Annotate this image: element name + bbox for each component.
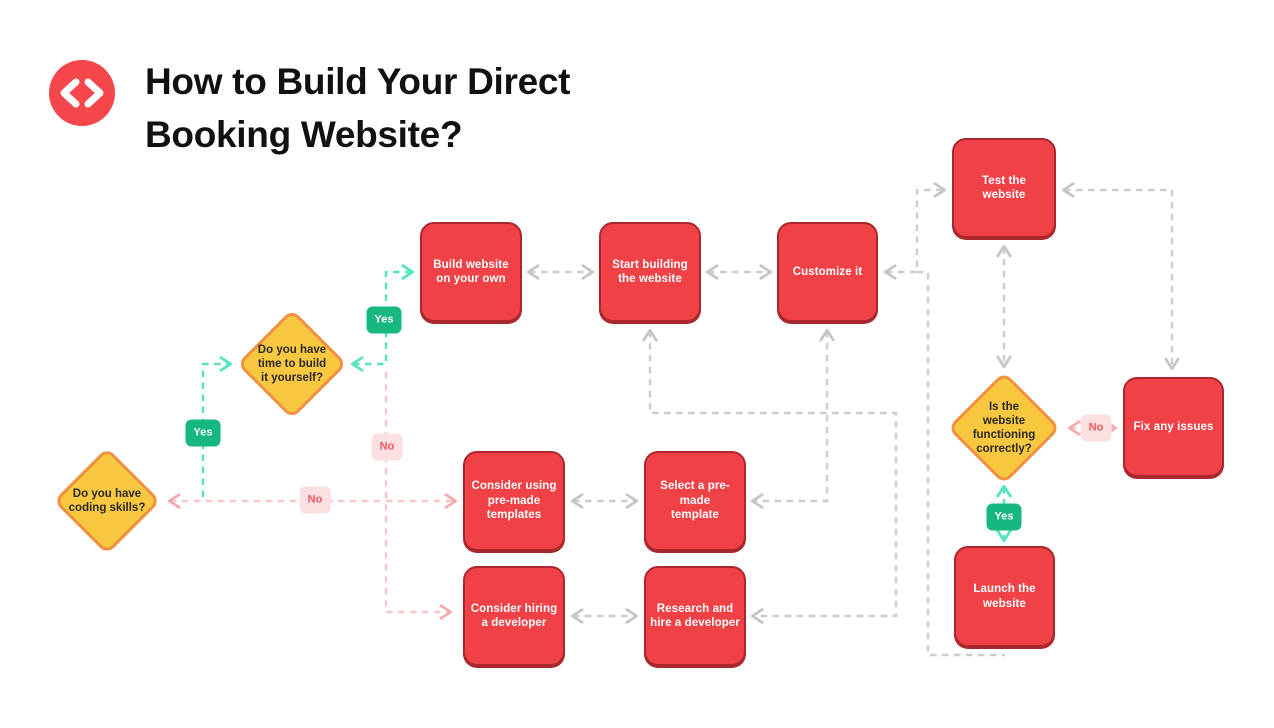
- process-test-website: Test the website: [952, 138, 1056, 238]
- process-label-line: website: [982, 189, 1026, 201]
- process-consider-developer: Consider hiring a developer: [463, 566, 565, 666]
- page-title-line-2: Booking Website?: [145, 114, 463, 155]
- connector-customize-select-template: [750, 328, 835, 509]
- decision-label-line: correctly?: [976, 443, 1032, 455]
- connector-test-fix: [1061, 182, 1180, 371]
- process-label-line: Test the: [981, 174, 1027, 187]
- process-customize: Customize it: [777, 222, 878, 322]
- decision-label: Is the website functioning correctly?: [973, 400, 1036, 456]
- no-badge-time: No: [371, 433, 403, 461]
- decision-label: Do you have coding skills?: [69, 487, 146, 515]
- connector-yes-coding-time: [201, 356, 233, 497]
- process-label-line: Start building: [612, 258, 688, 271]
- process-label-line: template: [670, 509, 720, 522]
- yes-badge-time: Yes: [366, 306, 402, 334]
- decision-label-line: coding skills?: [68, 502, 146, 514]
- decision-label: Do you have time to build it yourself?: [258, 343, 326, 385]
- process-label-line: Customize it: [792, 265, 863, 278]
- process-label-line: Build website: [433, 258, 509, 271]
- process-label-line: the website: [618, 273, 682, 285]
- no-badge-functioning: No: [1080, 414, 1112, 442]
- process-launch-website: Launch the website: [954, 546, 1055, 647]
- decision-label-line: Is the: [988, 401, 1020, 413]
- process-start-building: Start building the website: [599, 222, 701, 322]
- no-badge-coding: No: [299, 486, 331, 514]
- decision-label-line: functioning: [972, 429, 1036, 441]
- process-research-developer: Research and hire a developer: [644, 566, 746, 666]
- process-select-template: Select a pre-made template: [644, 451, 746, 551]
- process-label-line: hire a developer: [650, 617, 740, 629]
- decision-label-line: website: [982, 415, 1026, 427]
- connector-loop-customize-launch: [917, 270, 1005, 657]
- process-label-line: Consider using: [471, 480, 557, 493]
- process-label-line: Select a pre-made: [660, 480, 730, 507]
- yes-badge-coding: Yes: [185, 419, 221, 447]
- process-label-line: templates: [486, 509, 542, 522]
- process-label-line: Research and: [656, 602, 734, 615]
- yes-badge-functioning: Yes: [986, 503, 1022, 531]
- process-label-line: Consider hiring: [470, 602, 558, 615]
- connector-no-time-hiring: [384, 372, 453, 620]
- page-title-line-1: How to Build Your Direct: [145, 61, 571, 102]
- connector-yes-time-build: [350, 264, 415, 372]
- decision-label-line: Do you have: [72, 488, 142, 500]
- process-label-line: Fix any issues: [1133, 420, 1214, 433]
- connector-start-research-developer: [642, 328, 898, 624]
- decision-label-line: it yourself?: [261, 372, 323, 384]
- process-label-line: on your own: [436, 273, 506, 285]
- decision-label-line: Do you have: [257, 344, 327, 356]
- process-label-line: website: [983, 597, 1026, 610]
- process-fix-issues: Fix any issues: [1123, 377, 1224, 477]
- logo: [49, 60, 115, 126]
- decision-label-line: time to build: [257, 358, 327, 370]
- connector-customize-test: [883, 182, 947, 280]
- process-label-line: a developer: [481, 617, 547, 629]
- process-label-line: pre-made: [487, 494, 541, 507]
- code-brackets-icon: [60, 78, 104, 108]
- page-title: How to Build Your Direct Booking Website…: [145, 55, 570, 161]
- process-build-own: Build website on your own: [420, 222, 522, 322]
- process-label-line: Launch the: [973, 583, 1036, 595]
